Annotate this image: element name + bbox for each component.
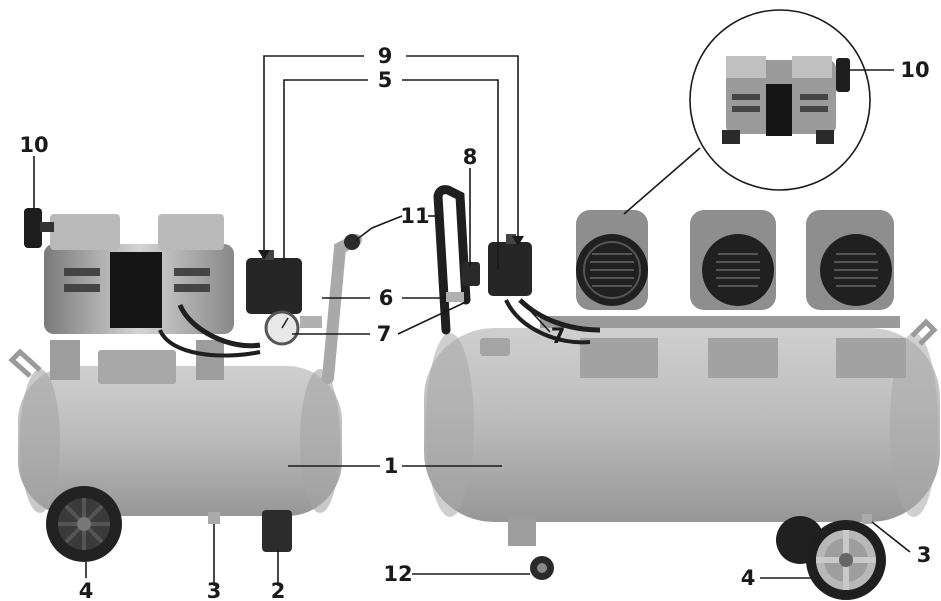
large-carry-handle [433,185,471,335]
label-4-left: 4 [79,579,94,601]
label-2: 2 [271,579,286,601]
label-1: 1 [384,454,399,478]
large-drain-valve [862,514,872,524]
large-motor-2 [690,210,776,310]
label-7-left: 7 [377,322,392,346]
label-10-left: 10 [19,133,48,157]
part-labels: 9 5 10 10 8 11 6 7 7 1 4 3 2 12 4 3 [19,44,931,601]
label-6: 6 [379,286,394,310]
inset-motor-handle [836,58,850,92]
small-outlet-coupler [300,316,322,328]
motor-detail-inset [623,9,871,215]
large-tank [424,328,940,522]
label-3-right: 3 [917,543,932,567]
label-9: 9 [378,44,393,68]
large-outlet-coupler [446,292,464,302]
small-rear-foot [262,510,292,552]
label-8: 8 [463,145,478,169]
small-tank [18,366,342,516]
small-carry-handle [322,234,362,384]
small-compressor [8,208,362,562]
large-regulator [462,262,480,286]
label-7-right: 7 [551,324,566,348]
small-drain-valve [208,512,220,524]
label-5: 5 [378,68,393,92]
small-pressure-switch [246,258,302,314]
large-compressor [424,185,940,600]
large-motor-1 [576,210,648,310]
label-10-right: 10 [900,58,929,82]
label-3-left: 3 [207,579,222,601]
leader-lines [33,55,911,586]
label-4-right: 4 [741,566,756,590]
label-12: 12 [383,562,412,586]
label-11: 11 [400,204,429,228]
large-pressure-switch [488,242,532,296]
large-motor-3 [806,210,894,310]
small-motor-handle [24,208,42,248]
